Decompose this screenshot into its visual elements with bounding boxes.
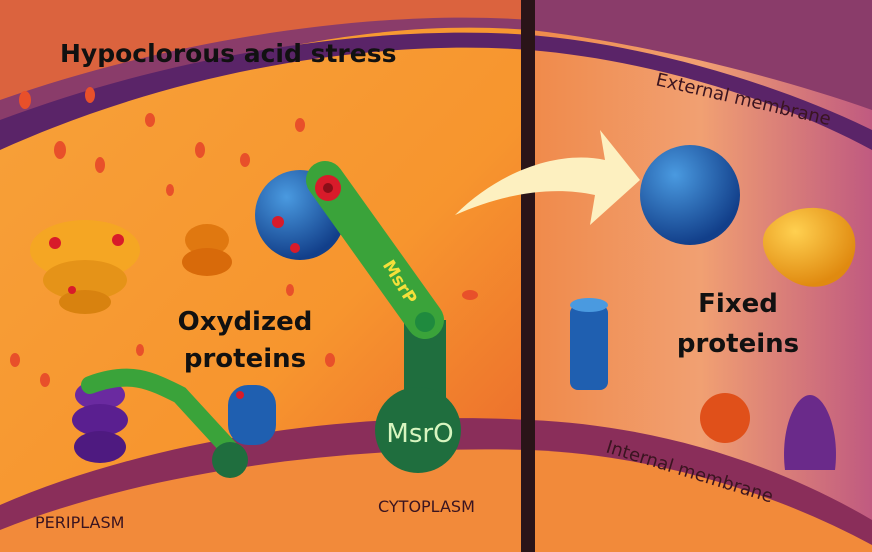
outer-space bbox=[0, 0, 530, 100]
oxidized-protein-blue-small bbox=[228, 385, 276, 445]
fixed-protein-blue-cylinder bbox=[570, 298, 608, 390]
msrp-msro-enzyme bbox=[306, 161, 461, 473]
fixed-protein-blue-sphere bbox=[640, 145, 740, 245]
periplasm-label: PERIPLASM bbox=[35, 513, 124, 532]
fixed-proteins-line1: Fixed bbox=[698, 289, 778, 319]
msrp-small-enzyme bbox=[81, 368, 248, 478]
external-membrane-band bbox=[0, 32, 872, 150]
transition-arrow bbox=[455, 130, 640, 225]
cytoplasm-label: CYTOPLASM bbox=[378, 497, 475, 516]
oxidized-protein-purple bbox=[72, 380, 128, 463]
fixed-protein-orange bbox=[762, 207, 856, 287]
oxidized-proteins-line1: Oxydized bbox=[178, 307, 313, 337]
fixed-proteins-line2: proteins bbox=[677, 329, 799, 359]
cytoplasm-lower bbox=[0, 449, 872, 552]
divider bbox=[521, 0, 535, 552]
fixed-protein-purple bbox=[784, 395, 836, 470]
oxidized-protein-yellow bbox=[30, 220, 140, 314]
page-title: Hypoclorous acid stress bbox=[60, 39, 396, 68]
oxidized-proteins-line2: proteins bbox=[184, 344, 306, 374]
msrp-arm bbox=[306, 161, 444, 339]
oxidized-protein-orange bbox=[182, 224, 232, 276]
fixed-protein-red-sphere bbox=[700, 393, 750, 443]
msro-label: MsrO bbox=[386, 419, 453, 449]
msro-domain bbox=[375, 387, 461, 473]
